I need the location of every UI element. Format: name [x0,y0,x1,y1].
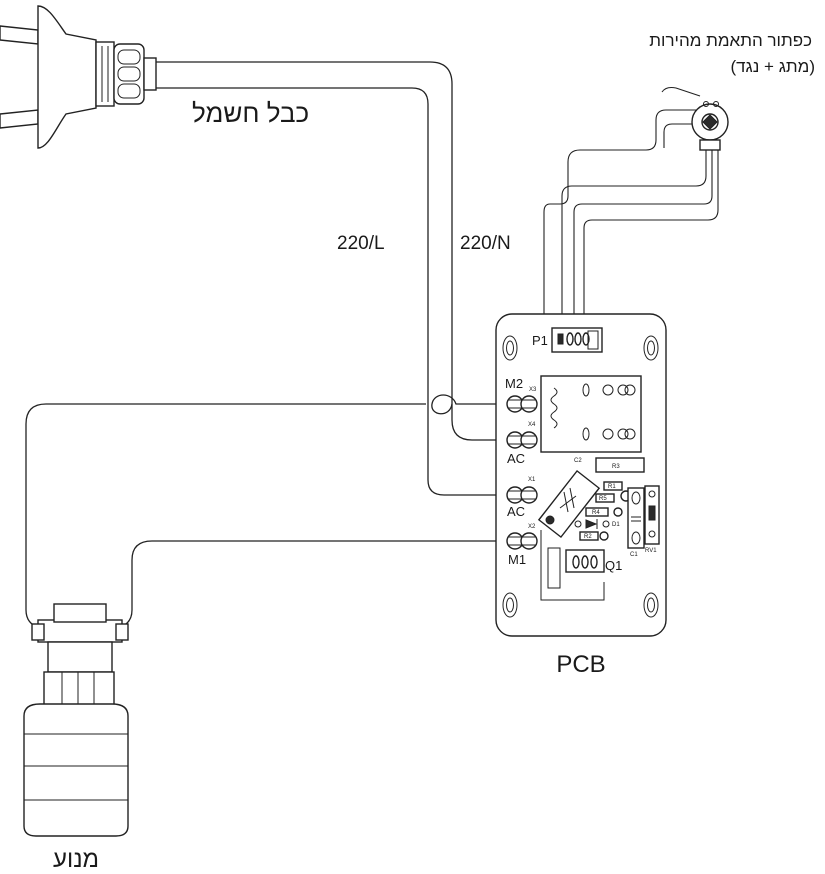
resistor-r3 [595,457,645,473]
c2-label: C2 [574,458,582,464]
relay [540,375,642,453]
x1-label: X1 [528,477,536,483]
transistor-q1 [540,530,605,601]
wire-neutral-label: 220/N [460,233,511,254]
power-plug [0,5,157,149]
m1-label: M1 [508,552,526,567]
c1-label: C1 [630,552,638,558]
x4-label: X4 [528,422,536,428]
p1-label: P1 [532,333,548,348]
ac-bottom-label: AC [507,504,525,519]
r4-label: R4 [592,510,600,516]
mounting-hole [502,335,659,618]
m2-label: M2 [505,376,523,391]
terminal-m1 [506,532,538,550]
p1-connector [551,327,603,353]
ac-top-label: AC [507,451,525,466]
speed-potentiometer [543,86,729,331]
terminal-m2 [506,395,538,413]
potentiometer-label-line2: (מתג + נגד) [730,57,815,76]
resistor-r2 [579,531,599,541]
terminal-ac-top [506,431,538,449]
rv1-label: RV1 [645,548,657,554]
q1-label: Q1 [605,558,622,573]
pcb-board: P1 M2 X3 X4 AC X1 AC X2 M1 C2 R3 R1 R5 R… [495,313,667,637]
diode-d1 [574,519,610,529]
potentiometer-label-line1: כפתור התאמת מהירות [649,31,812,50]
mains-wires [156,61,506,496]
resistor-r5 [595,493,615,503]
d1-label: D1 [612,522,620,528]
motor-wires [25,394,506,629]
x2-label: X2 [528,524,536,530]
motor [23,603,129,837]
wire-live-label: 220/L [337,233,385,254]
trimmer-rv1 [644,485,660,545]
r1-label: R1 [608,484,616,490]
resistor-r4 [585,507,609,517]
resistor-r1 [603,481,623,491]
capacitor-c1 [627,487,645,549]
r5-label: R5 [599,496,607,502]
terminal-ac-bottom [506,486,538,504]
pcb-label: PCB [556,651,605,678]
r2-label: R2 [584,534,592,540]
motor-label: מנוע [53,846,99,873]
capacitor-c2 [537,469,601,539]
power-cable-label: כבל חשמל [192,98,309,128]
r3-label: R3 [612,464,620,470]
x3-label: X3 [529,387,537,393]
